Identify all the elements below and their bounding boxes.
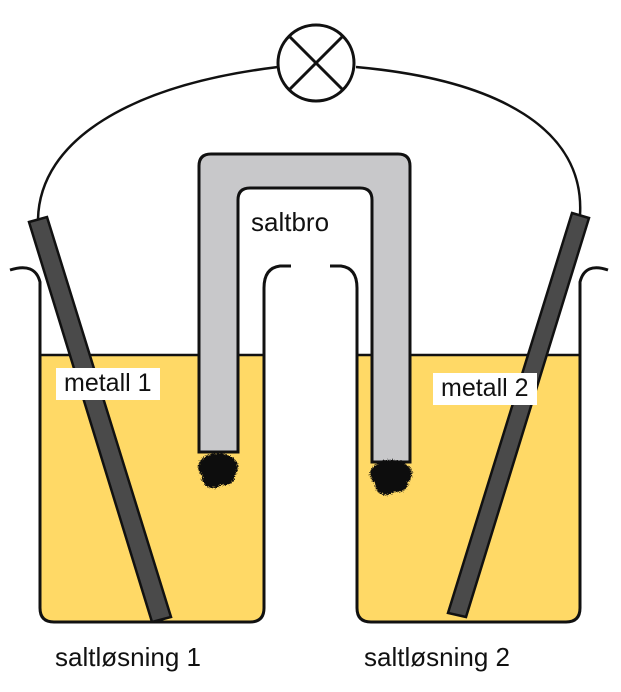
lamp-icon: [276, 23, 356, 103]
solution-1-label: saltløsning 1: [55, 642, 201, 672]
beaker-2-outline: [330, 264, 609, 624]
cotton-plug-icon: [198, 453, 238, 488]
metal-1-label: metall 1: [56, 368, 160, 400]
wire-left: [36, 65, 279, 220]
wire-right: [355, 65, 582, 216]
solution-2-label: saltløsning 2: [364, 642, 510, 672]
beaker-1-outline: [9, 264, 291, 624]
cotton-plug-icon: [370, 460, 412, 495]
electrode-1: [27, 215, 173, 624]
electrode-2: [446, 211, 591, 619]
salt-bridge-label: saltbro: [251, 207, 330, 237]
salt-bridge-tube: [197, 152, 412, 464]
metal-2-label: metall 2: [433, 373, 537, 405]
